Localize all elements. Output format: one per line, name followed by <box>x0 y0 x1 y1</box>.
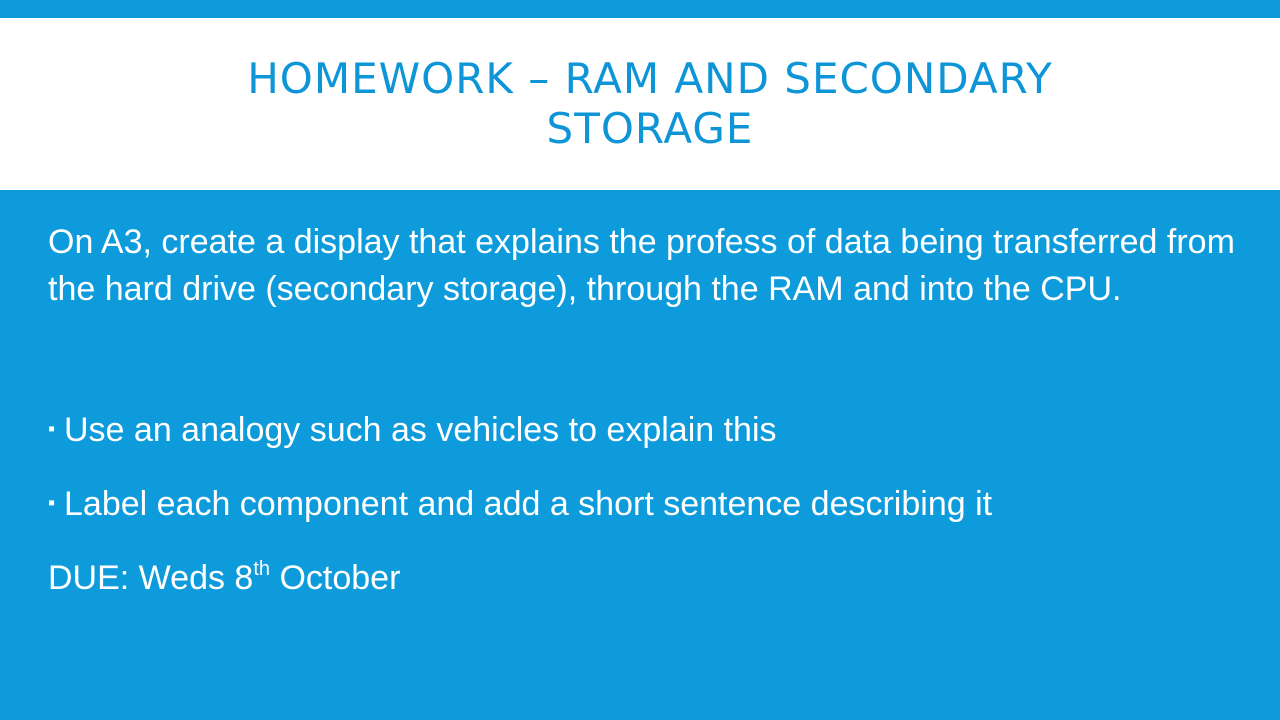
intro-paragraph: On A3, create a display that explains th… <box>48 223 1235 308</box>
slide-title: HOMEWORK – RAM AND SECONDARY STORAGE <box>247 54 1053 153</box>
paragraph-spacer <box>48 313 1238 407</box>
due-date-prefix: DUE: Weds 8 <box>48 559 254 597</box>
slide-body: On A3, create a display that explains th… <box>48 219 1238 602</box>
square-bullet-icon: ▪ <box>48 492 56 514</box>
bullet-item: ▪ Use an analogy such as vehicles to exp… <box>48 407 1238 459</box>
due-date-superscript: th <box>253 558 271 580</box>
title-band: HOMEWORK – RAM AND SECONDARY STORAGE <box>0 18 1280 190</box>
square-bullet-icon: ▪ <box>48 418 56 440</box>
bullet-item: ▪ Label each component and add a short s… <box>48 481 1238 533</box>
bullet-text: Use an analogy such as vehicles to expla… <box>64 411 777 449</box>
due-date: DUE: Weds 8th October <box>48 555 1238 602</box>
bullet-text: Label each component and add a short sen… <box>64 485 993 523</box>
due-date-suffix: October <box>270 559 401 597</box>
